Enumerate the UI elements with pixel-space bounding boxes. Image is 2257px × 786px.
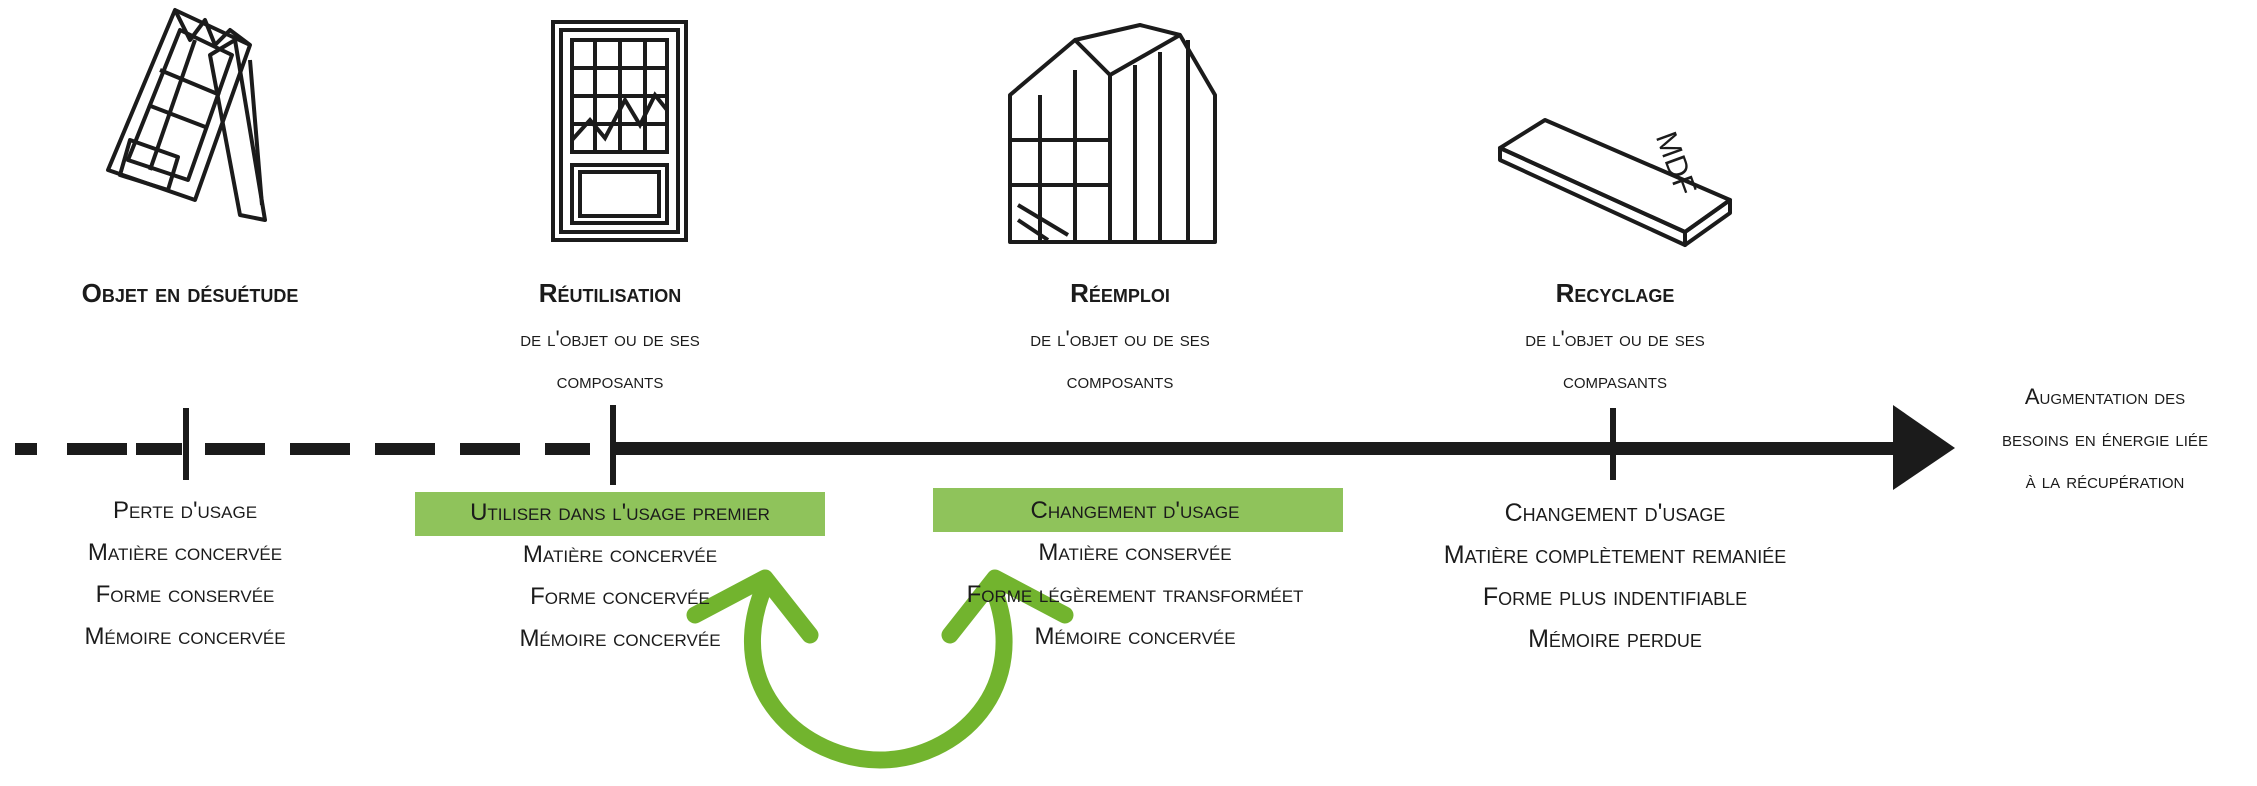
- properties-recyclage: Changement d'usage Matière complètement …: [1410, 492, 1820, 660]
- property-item: Forme conservée: [95, 581, 275, 608]
- property-item: Matière conservée: [1038, 539, 1232, 566]
- timeline-solid-arrow: [612, 405, 1955, 490]
- stage-subtitle-reemploi: de l'objet ou de ses composants: [1030, 326, 1210, 393]
- timeline-dashed-segment: [15, 443, 590, 455]
- properties-reemploi: Changement d'usage Matière conservée For…: [925, 490, 1345, 658]
- stage-subtitle-reutilisation: de l'objet ou de ses composants: [520, 326, 700, 393]
- greenhouse-icon: [1008, 23, 1217, 244]
- properties-objet: Perte d'usage Matière concervée Forme co…: [35, 490, 335, 658]
- timeline-tick-3: [1610, 408, 1616, 480]
- axis-end-label: Augmentation des besoins en énergie liée…: [2002, 384, 2208, 493]
- property-item: Utiliser dans l'usage premier: [470, 499, 770, 526]
- stage-title-recyclage: Recyclage: [1555, 278, 1675, 308]
- reused-window-icon: [551, 20, 688, 242]
- stage-title-reutilisation: Réutilisation: [538, 278, 682, 308]
- stage-subtitle-recyclage: de l'objet ou de ses compasants: [1525, 326, 1705, 393]
- properties-reutilisation: Utiliser dans l'usage premier Matière co…: [455, 492, 785, 660]
- property-item: Mémoire perdue: [1528, 625, 1702, 653]
- cycle-arrow-icon: [686, 569, 1074, 769]
- property-item: Changement d'usage: [1030, 497, 1240, 524]
- stage-title-objet: Objet en désuétude: [81, 278, 299, 308]
- property-item: Mémoire concervée: [84, 623, 286, 650]
- collapsed-window-icon: [106, 8, 267, 222]
- property-item: Mémoire concervée: [1034, 623, 1236, 650]
- timeline-tick-2: [610, 405, 616, 485]
- property-item: Perte d'usage: [112, 497, 258, 524]
- property-item: Forme légèrement transforméet: [966, 581, 1304, 608]
- highlight-bar-reutilisation: [415, 492, 825, 536]
- mdf-label: MDF: [1649, 127, 1702, 199]
- property-item: Changement d'usage: [1504, 499, 1726, 527]
- highlight-bar-reemploi: [933, 488, 1343, 532]
- property-item: Forme concervée: [530, 583, 710, 610]
- property-item: Matière concervée: [87, 539, 283, 566]
- timeline-tick-1: [183, 408, 189, 480]
- stage-title-reemploi: Réemploi: [1070, 278, 1170, 308]
- property-item: Matière complètement remaniée: [1443, 541, 1787, 569]
- property-item: Mémoire concervée: [519, 625, 721, 652]
- property-item: Matière concervée: [522, 541, 718, 568]
- property-item: Forme plus indentifiable: [1482, 583, 1748, 611]
- mdf-panel-icon: [1498, 118, 1732, 247]
